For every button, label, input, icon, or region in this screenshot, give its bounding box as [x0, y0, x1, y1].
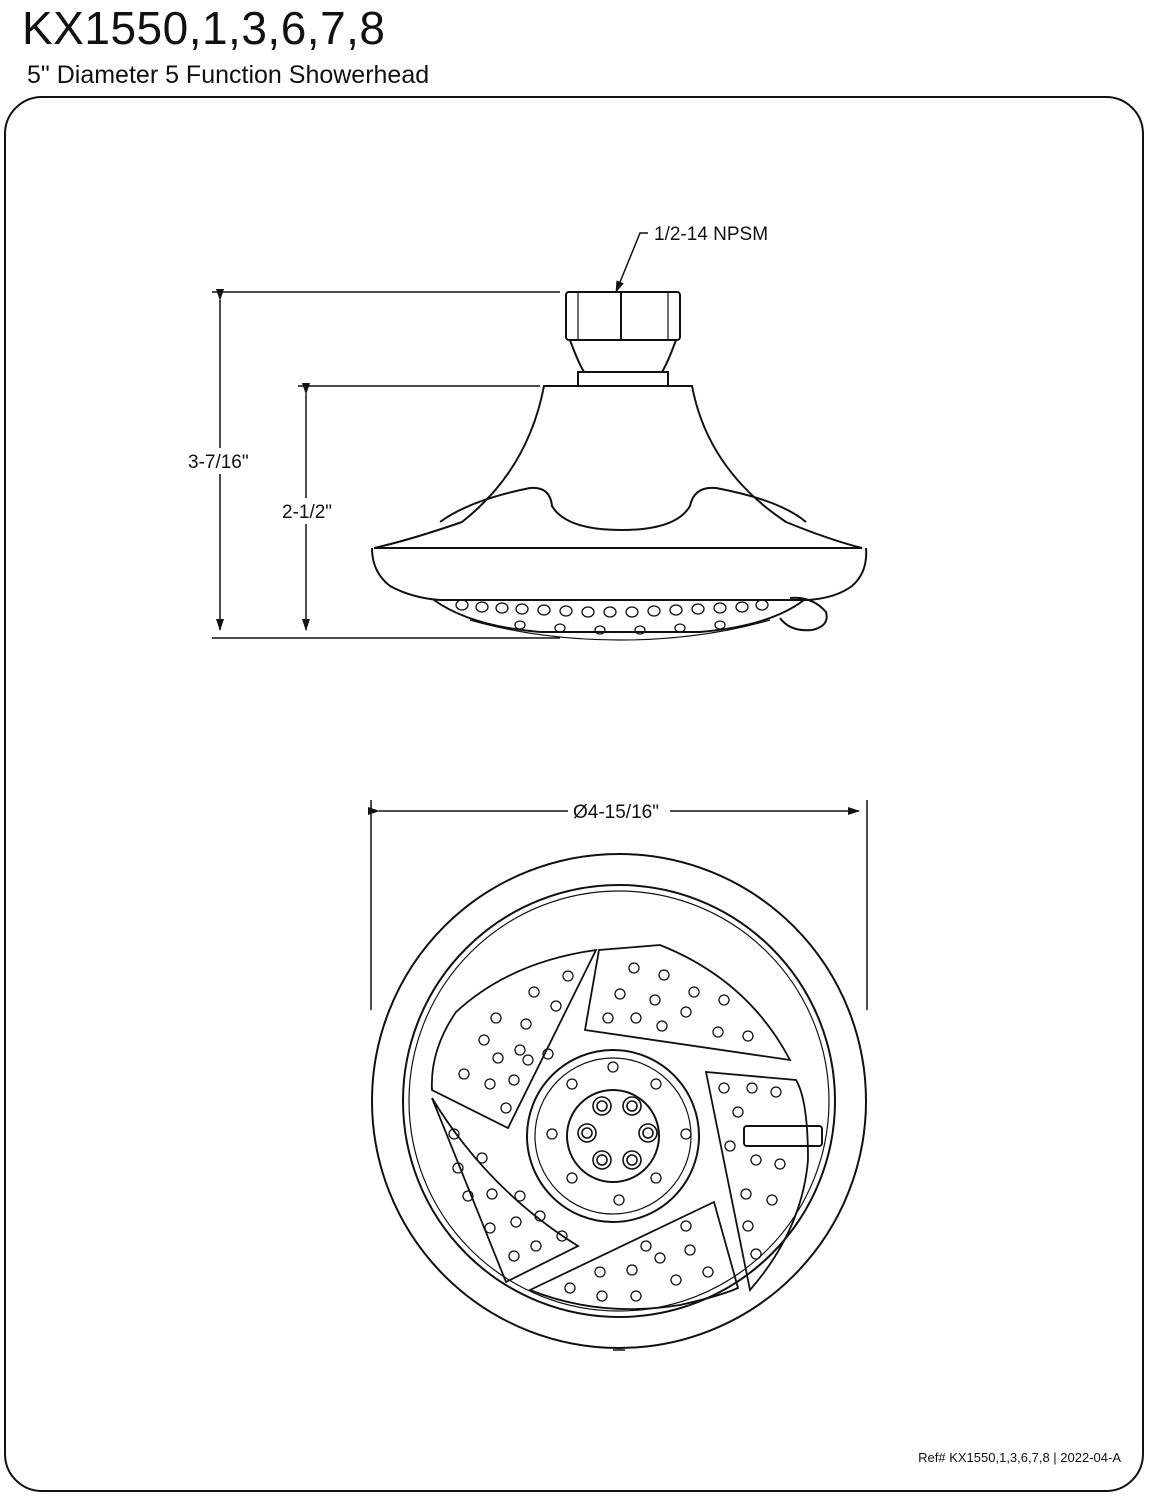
face-view: [371, 853, 867, 1351]
function-lever-face: [743, 1125, 823, 1147]
ball-joint: [569, 339, 677, 373]
connector-nut: [565, 291, 681, 341]
outer-rim: [371, 853, 867, 1349]
face-view-dimensions: [368, 800, 868, 1010]
nozzle-bumps: [455, 599, 769, 635]
side-dimensions: [212, 232, 648, 639]
overall-height-label: 3-7/16": [188, 452, 249, 473]
lower-dome: [371, 547, 868, 601]
thread-size-label: 1/2-14 NPSM: [654, 224, 768, 245]
bell-body: [373, 385, 863, 549]
model-number-title: KX1550,1,3,6,7,8: [22, 2, 386, 54]
spray-zone-bottom: [527, 1200, 740, 1311]
spray-face: [433, 599, 805, 633]
spray-zone-right: [704, 1070, 809, 1292]
product-description: 5" Diameter 5 Function Showerhead: [27, 61, 430, 89]
drawing-frame: [4, 96, 1144, 1492]
side-view: [371, 291, 868, 641]
spray-zones: [430, 944, 809, 1311]
body-scallop: [439, 486, 807, 532]
function-lever: [779, 596, 828, 632]
body-height-label: 2-1/2": [282, 502, 332, 523]
center-hub: [526, 1049, 700, 1223]
inner-rim: [402, 884, 836, 1318]
diameter-label: Ø4-15/16": [573, 802, 659, 823]
neck-collar: [577, 371, 669, 387]
reference-code: Ref# KX1550,1,3,6,7,8 | 2022-04-A: [918, 1450, 1121, 1465]
spray-zone-left: [431, 1097, 580, 1284]
spray-holes: [448, 962, 786, 1302]
spray-zone-upper-left: [430, 948, 598, 1130]
spray-zone-top: [583, 944, 792, 1062]
massage-jets: [577, 1096, 658, 1170]
